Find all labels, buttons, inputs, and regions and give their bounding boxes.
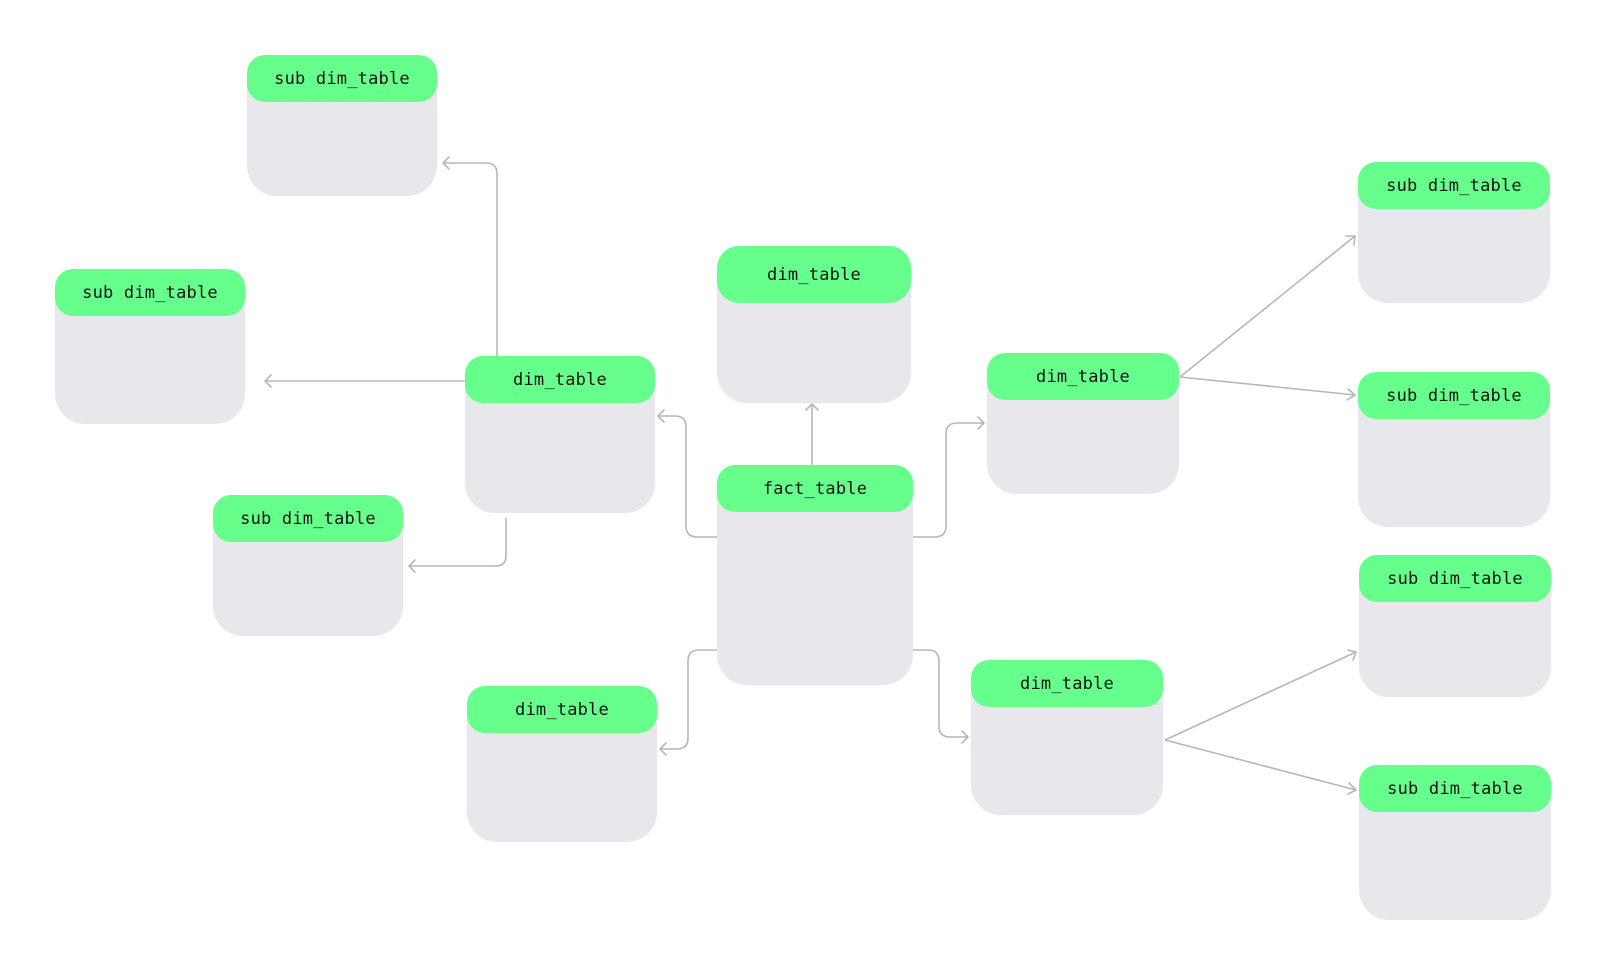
node-label: dim_table bbox=[717, 246, 911, 303]
edge-fact-to-dim-right bbox=[913, 422, 984, 538]
edge-dim-bottom-right-to-sub-r3 bbox=[1164, 651, 1357, 741]
fact-table-node[interactable]: fact_table bbox=[717, 465, 913, 685]
node-label: dim_table bbox=[465, 356, 655, 403]
edge-fact-to-dim-bottom-right bbox=[913, 649, 968, 738]
sub-dim-table-node[interactable]: sub dim_table bbox=[213, 495, 403, 636]
arrowhead-sub-bottom-left bbox=[408, 559, 416, 573]
sub-dim-table-node[interactable]: sub dim_table bbox=[1359, 765, 1551, 920]
sub-dim-table-node[interactable]: sub dim_table bbox=[1358, 372, 1550, 527]
node-label: sub dim_table bbox=[1359, 555, 1551, 602]
node-label: sub dim_table bbox=[1358, 162, 1550, 209]
arrowhead-dim-top bbox=[805, 403, 819, 411]
arrowhead-dim-bottom-right bbox=[961, 730, 969, 744]
node-label: dim_table bbox=[467, 686, 657, 733]
node-label: dim_table bbox=[987, 353, 1179, 400]
edge-fact-to-dim-left bbox=[658, 415, 717, 538]
sub-dim-table-node[interactable]: sub dim_table bbox=[247, 55, 437, 196]
dim-table-node[interactable]: dim_table bbox=[467, 686, 657, 842]
dim-table-node[interactable]: dim_table bbox=[717, 246, 911, 403]
arrowhead-sub-r4 bbox=[1347, 782, 1357, 795]
arrowhead-sub-r2 bbox=[1346, 388, 1356, 401]
node-label: sub dim_table bbox=[213, 495, 403, 542]
arrowhead-dim-right bbox=[977, 416, 985, 430]
edge-dim-right-to-sub-r2 bbox=[1179, 376, 1356, 396]
arrowhead-dim-bottom-left bbox=[659, 742, 667, 756]
node-label: sub dim_table bbox=[247, 55, 437, 102]
arrowhead-sub-r1 bbox=[1345, 235, 1356, 246]
node-label: dim_table bbox=[971, 660, 1163, 707]
edge-dim-left-to-sub-bottom-left bbox=[409, 518, 507, 567]
dim-table-node[interactable]: dim_table bbox=[465, 356, 655, 513]
dim-table-node[interactable]: dim_table bbox=[987, 353, 1179, 494]
arrowhead-sub-r3 bbox=[1347, 649, 1357, 661]
sub-dim-table-node[interactable]: sub dim_table bbox=[1358, 162, 1550, 303]
sub-dim-table-node[interactable]: sub dim_table bbox=[55, 269, 245, 424]
edge-dim-right-to-sub-r1 bbox=[1179, 235, 1356, 378]
sub-dim-table-node[interactable]: sub dim_table bbox=[1359, 555, 1551, 697]
edge-fact-to-dim-bottom-left bbox=[660, 649, 717, 750]
edge-dim-left-to-sub-top-left bbox=[443, 162, 498, 356]
edge-dim-bottom-right-to-sub-r4 bbox=[1164, 739, 1357, 791]
node-label: sub dim_table bbox=[1359, 765, 1551, 812]
node-label: sub dim_table bbox=[55, 269, 245, 316]
node-label: sub dim_table bbox=[1358, 372, 1550, 419]
node-label: fact_table bbox=[717, 465, 913, 512]
arrowhead-dim-left bbox=[657, 409, 665, 423]
arrowhead-sub-top-left bbox=[442, 156, 450, 170]
dim-table-node[interactable]: dim_table bbox=[971, 660, 1163, 815]
arrowhead-sub-mid-left bbox=[264, 374, 272, 388]
